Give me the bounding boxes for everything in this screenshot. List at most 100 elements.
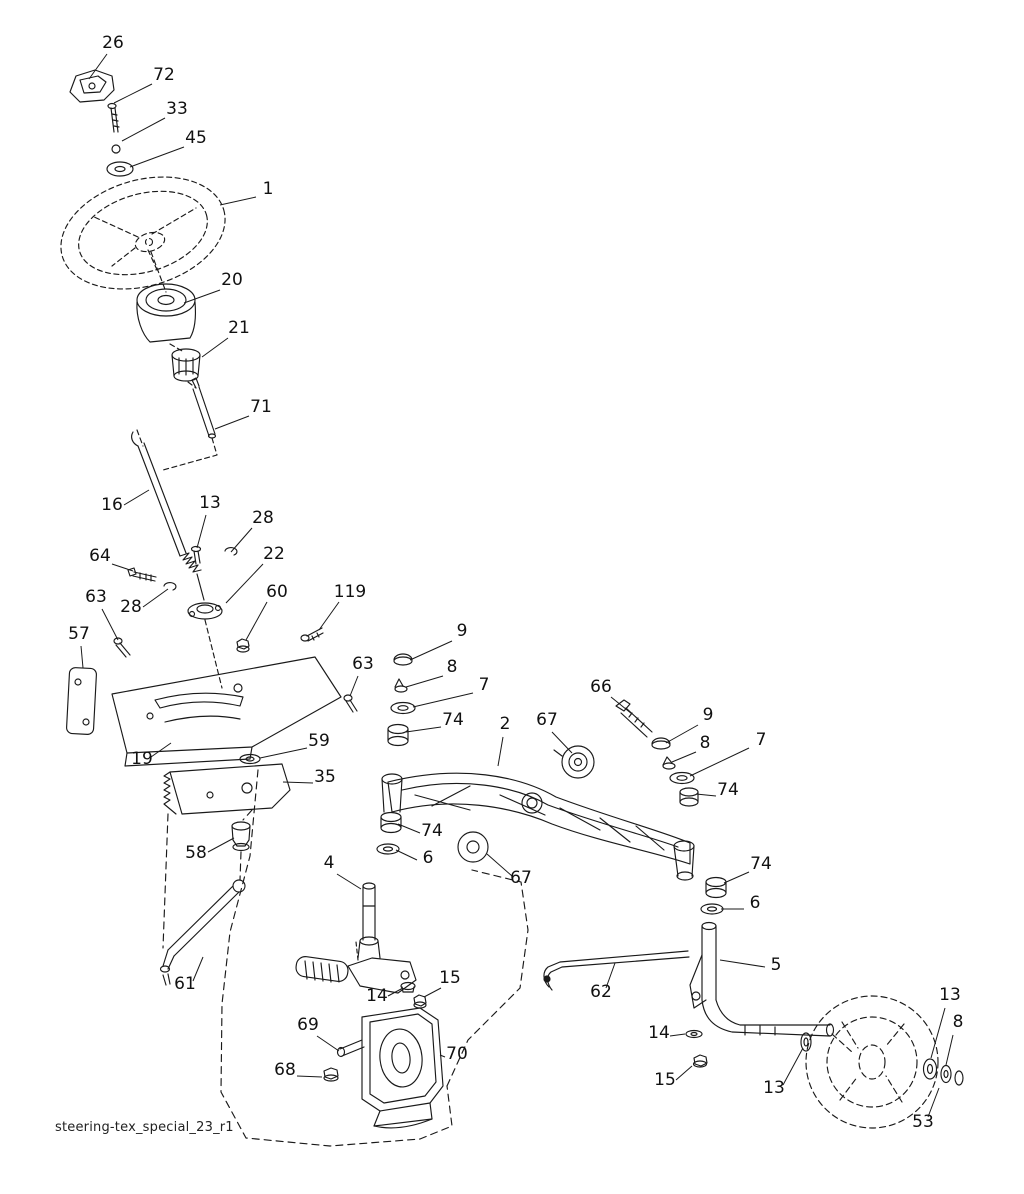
leader-line-53 (927, 1087, 940, 1118)
part-label-2: 2 (500, 714, 511, 734)
part-2-front-axle (381, 772, 695, 881)
leader-line-57 (80, 645, 84, 669)
part-67-disc-lower (457, 831, 489, 863)
part-label-58: 58 (185, 843, 207, 863)
part-label-74: 74 (442, 710, 464, 730)
steering-link-assembly (295, 941, 417, 994)
leader-line-2 (497, 736, 504, 767)
part-119-screw (300, 627, 324, 642)
front-wheel (805, 995, 939, 1129)
part-1-steering-wheel (60, 176, 226, 290)
part-label-63: 63 (85, 587, 107, 607)
part-label-74: 74 (421, 821, 443, 841)
part-label-21: 21 (228, 318, 250, 338)
part-label-13: 13 (199, 493, 221, 513)
part-label-72: 72 (153, 65, 175, 85)
part-13-washer-right (922, 1058, 938, 1080)
part-19-steering-plate (111, 656, 342, 767)
leader-line-13 (196, 514, 207, 549)
part-label-63: 63 (352, 654, 374, 674)
leader-line-7 (689, 747, 750, 777)
part-label-45: 45 (185, 128, 207, 148)
part-8-pin-right (662, 756, 676, 770)
leader-line-61 (192, 956, 204, 982)
part-label-70: 70 (446, 1044, 468, 1064)
part-66-bolt (615, 699, 653, 738)
leader-line-62 (605, 962, 616, 989)
part-label-71: 71 (250, 397, 272, 417)
drawing-reference-id: steering-tex_special_23_r1 (55, 1120, 234, 1135)
part-26-steering-cap (69, 69, 115, 103)
part-label-119: 119 (334, 582, 366, 602)
part-label-1: 1 (263, 179, 274, 199)
part-28-washers (163, 546, 238, 591)
part-13-bolt-upper (190, 545, 202, 565)
part-60-nut (236, 638, 250, 653)
part-58-bolt (231, 821, 251, 852)
part-label-59: 59 (308, 731, 330, 751)
leader-line-16 (123, 489, 150, 506)
part-label-74: 74 (717, 780, 739, 800)
part-label-60: 60 (266, 582, 288, 602)
part-21-bushing (171, 348, 201, 382)
part-label-22: 22 (263, 544, 285, 564)
part-label-64: 64 (89, 546, 111, 566)
part-label-61: 61 (174, 974, 196, 994)
part-15-nut-right (692, 1054, 708, 1068)
part-label-14: 14 (648, 1023, 670, 1043)
part-label-9: 9 (703, 705, 714, 725)
part-16-steering-shaft (131, 431, 205, 601)
leader-line-70 (439, 1054, 446, 1058)
leader-line-67 (486, 853, 513, 877)
part-9-cap-right (651, 737, 671, 750)
leader-line-15 (675, 1065, 693, 1081)
part-7-washer-right (669, 771, 695, 785)
part-72-screw (107, 102, 120, 133)
part-4-spindle-left (357, 882, 381, 959)
part-7-washer-left (390, 701, 416, 715)
part-9-cap-left (393, 653, 413, 666)
part-6-washer-right (700, 903, 724, 915)
leader-lines-layer (80, 53, 954, 1118)
leader-line-6 (395, 849, 418, 861)
leader-line-74 (397, 823, 421, 834)
part-label-7: 7 (756, 730, 767, 750)
diagram-artwork (60, 69, 964, 1147)
part-13-washer-axle (800, 1032, 812, 1052)
assembly-boundary-dashed (162, 769, 529, 1147)
leader-line-59 (259, 747, 308, 759)
leader-line-72 (113, 83, 153, 104)
part-label-19: 19 (131, 749, 153, 769)
part-label-33: 33 (166, 99, 188, 119)
part-63-screw-left (113, 637, 131, 658)
part-label-69: 69 (297, 1015, 319, 1035)
leader-line-74 (695, 793, 717, 797)
leader-line-74 (405, 726, 442, 733)
leader-line-64 (111, 563, 134, 572)
part-label-7: 7 (479, 675, 490, 695)
leader-line-71 (214, 415, 250, 430)
part-8-washer-right (940, 1064, 952, 1084)
part-67-hub-upper (553, 745, 595, 779)
part-70-bracket-plate (361, 1007, 444, 1129)
part-label-8: 8 (953, 1012, 964, 1032)
part-label-6: 6 (750, 893, 761, 913)
leader-line-5 (719, 959, 766, 968)
part-label-6: 6 (423, 848, 434, 868)
leader-line-63 (349, 675, 359, 697)
part-74-bearing-right-lower (705, 876, 727, 899)
leader-line-9 (665, 724, 699, 744)
part-74-bearing-left-lower (380, 811, 402, 834)
part-label-35: 35 (314, 767, 336, 787)
leader-line-66 (610, 696, 633, 715)
part-label-62: 62 (590, 982, 612, 1002)
part-74-bearing-left-upper (387, 723, 409, 747)
leader-line-22 (225, 563, 264, 604)
part-label-14: 14 (366, 986, 388, 1006)
part-label-20: 20 (221, 270, 243, 290)
part-5-spindle-right (689, 921, 835, 1037)
part-label-4: 4 (324, 853, 335, 873)
part-57-bracket (66, 667, 97, 735)
part-20-steering-boot (136, 283, 197, 343)
